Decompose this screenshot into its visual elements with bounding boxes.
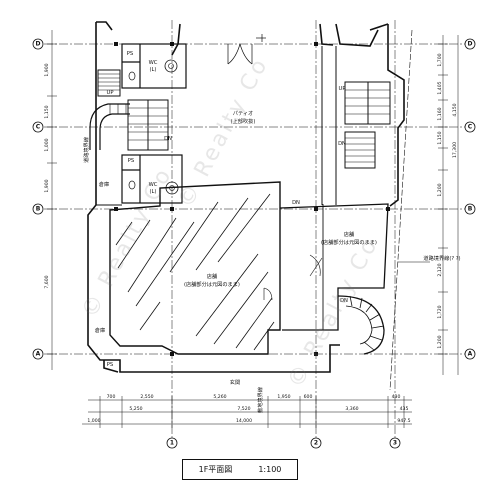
bottom-dim-r3-1: 1,000 xyxy=(87,418,100,424)
right-dim-1: 1,700 xyxy=(437,53,443,66)
ps-mid-label: PS xyxy=(128,158,134,164)
bottom-dim-r1-6: 430 xyxy=(392,394,401,400)
patio-sub-label: (上部吹抜) xyxy=(231,117,256,125)
grid-label-left-a: A xyxy=(36,351,41,358)
bottom-dim-r2-4: 435 xyxy=(400,406,409,412)
drawing-scale: 1:100 xyxy=(258,465,282,474)
storage-label-1: 倉庫 xyxy=(99,180,109,188)
storage-label-2: 倉庫 xyxy=(95,326,105,334)
right-total-1: 4,150 xyxy=(452,103,458,116)
left-dim-1: 1,900 xyxy=(44,63,50,76)
bottom-dim-r2-2: 7,520 xyxy=(237,406,250,412)
ps-bottom-label: PS xyxy=(107,362,113,368)
shop-right-sub-label: (店舗部分は元図のまま) xyxy=(321,238,377,246)
grid-label-left-d: D xyxy=(36,41,41,48)
drawing-title: 1F平面図 xyxy=(198,465,233,474)
grid-label-col-3: 3 xyxy=(393,440,397,447)
wc-mid-sub-label: (L) xyxy=(150,189,157,195)
shop-main-label: 店舗 xyxy=(207,272,217,280)
grid-label-col-2: 2 xyxy=(314,440,318,447)
grid-label-col-1: 1 xyxy=(170,440,174,447)
stair-right xyxy=(344,81,391,169)
stair-left xyxy=(89,69,169,151)
bottom-dim-r1-2: 2,550 xyxy=(140,394,153,400)
grid-label-right-c: C xyxy=(468,124,473,131)
right-total-2: 17,300 xyxy=(452,142,458,158)
shop-main-sub-label: (店舗部分は元図のまま) xyxy=(184,280,240,288)
entrance-label: 玄関 xyxy=(230,378,240,386)
bottom-dim-r1-3: 5,260 xyxy=(213,394,226,400)
wc-block-top xyxy=(121,43,187,89)
dn-label-4: DN xyxy=(340,298,348,304)
left-dim-4: 1,900 xyxy=(44,179,50,192)
ps-top-label: PS xyxy=(127,51,133,57)
right-shop-room xyxy=(279,203,389,331)
wc-top-sub-label: (L) xyxy=(150,67,157,73)
right-dim-5: 1,200 xyxy=(437,183,443,196)
patio-label: パティオ xyxy=(233,110,253,117)
grid-label-left-c: C xyxy=(36,124,41,131)
right-dim-7: 1,720 xyxy=(437,305,443,318)
bottom-dim-r1-4: 1,950 xyxy=(277,394,290,400)
grid-label-right-d: D xyxy=(468,41,473,48)
entry-doors xyxy=(227,34,266,65)
right-dim-4: 1,150 xyxy=(437,131,443,144)
wc-top-label: WC xyxy=(149,60,158,66)
left-dim-5: 7,600 xyxy=(44,275,50,288)
right-dim-6: 2,120 xyxy=(437,263,443,276)
spiral-stair xyxy=(337,295,385,355)
up-label-right: UP xyxy=(339,86,346,92)
shop-door xyxy=(263,287,273,301)
grid-bubbles xyxy=(32,38,476,449)
left-dim-2: 1,150 xyxy=(44,105,50,118)
building-walls xyxy=(87,21,405,373)
dn-label-1: DN xyxy=(164,136,172,142)
bottom-dim-r3-3: 947.5 xyxy=(397,418,410,424)
bottom-dim-r2-3: 3,360 xyxy=(345,406,358,412)
grid-label-right-b: B xyxy=(468,206,473,213)
boundary-label: 道路境界線 xyxy=(82,137,90,163)
road-boundary-line xyxy=(389,29,430,391)
up-label-left: UP xyxy=(107,90,114,96)
left-dim-3: 1,000 xyxy=(44,138,50,151)
right-dim-8: 1,200 xyxy=(437,335,443,348)
bottom-dimension-lines xyxy=(82,396,412,428)
grid-label-left-b: B xyxy=(36,206,41,213)
left-dimension-line xyxy=(47,30,57,370)
right-dimension-lines xyxy=(438,35,459,375)
drawing-title-box: 1F平面図 1:100 xyxy=(182,459,298,480)
bottom-dim-r1-1: 700 xyxy=(107,394,116,400)
shop-right-label: 店舗 xyxy=(344,230,354,238)
wc-block-mid xyxy=(121,154,183,204)
patio-divider xyxy=(96,46,337,206)
dn-label-3: DN xyxy=(292,200,300,206)
right-dim-2: 1,405 xyxy=(437,81,443,94)
wc-mid-label: WC xyxy=(149,182,158,188)
right-dim-3: 1,160 xyxy=(437,107,443,120)
bottom-dim-r2-1: 5,250 xyxy=(129,406,142,412)
road-note-label: 道路境界線(? ?) xyxy=(423,254,460,262)
bottom-dim-r3-2: 14,000 xyxy=(236,418,252,424)
columns xyxy=(114,42,390,356)
main-shop-room xyxy=(109,181,281,355)
setback-label: 敷地境界線 xyxy=(256,387,264,413)
bottom-dim-r1-5: 600 xyxy=(304,394,313,400)
grid-label-right-a: A xyxy=(468,351,473,358)
dn-label-2: DN xyxy=(338,141,346,147)
